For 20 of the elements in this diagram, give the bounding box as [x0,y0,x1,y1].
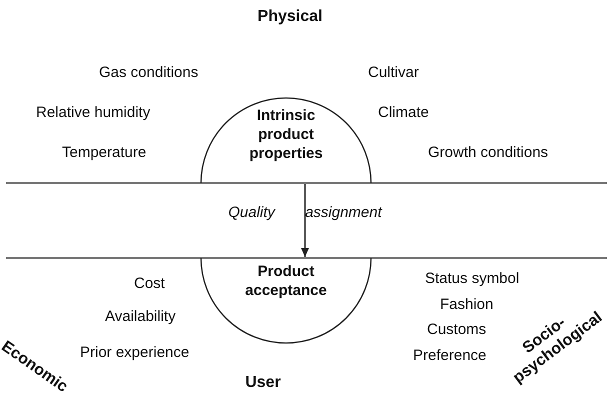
factor-label: Growth conditions [428,144,548,161]
node-title: Product acceptance [244,262,328,300]
factor-label: Availability [105,308,176,325]
factor-label: Customs [427,321,486,338]
heading: Physical [258,8,322,26]
factor-label: Relative humidity [36,104,150,121]
factor-label: Gas conditions [99,64,198,81]
factor-label: Temperature [62,144,146,161]
factor-label: Cost [134,275,165,292]
factor-label: Status symbol [425,270,520,287]
arrow [301,184,309,257]
factor-label: Climate [378,104,429,121]
edge-label: Quality assignment [228,204,382,221]
factor-label: Preference [413,347,486,364]
factor-label: Cultivar [368,64,419,81]
node-title: Intrinsic product properties [248,106,324,163]
semicircle-bowl [200,258,372,346]
factor-label: Fashion [440,296,494,313]
factor-label: Prior experience [80,344,190,361]
heading: User [245,374,281,392]
